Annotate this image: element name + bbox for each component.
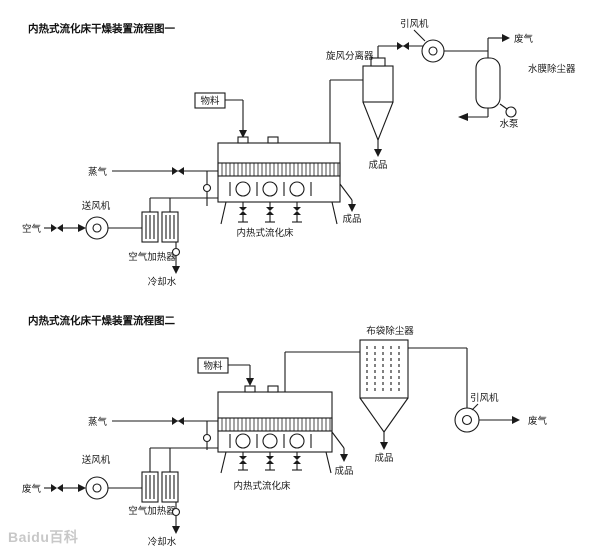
steam-valve-icon xyxy=(172,167,178,175)
air-valve-icon xyxy=(51,224,57,232)
air-heater-label: 空气加热器 xyxy=(128,505,176,517)
duct-to-cyclone xyxy=(329,79,363,143)
cooling-water-label: 冷却水 xyxy=(148,536,177,548)
fluidized-bed-2 xyxy=(217,385,333,474)
heater-tube-band xyxy=(217,162,341,177)
arrow-icon xyxy=(172,266,180,274)
steam-trap-icon xyxy=(202,433,212,443)
arrow-icon xyxy=(374,149,382,157)
nozzle-icon xyxy=(244,385,256,393)
diagram1: 内热式流化床干燥装置流程图一 蒸气 空气 送风机 xyxy=(22,18,576,288)
arrow-icon xyxy=(78,484,86,492)
exhaust-label: 废气 xyxy=(514,33,534,45)
arrow-icon xyxy=(239,130,247,138)
exhaust-label: 废气 xyxy=(528,415,548,427)
trap-icon xyxy=(171,247,181,257)
air-heater-label: 空气加热器 xyxy=(128,251,176,263)
diagram1-title: 内热式流化床干燥装置流程图一 xyxy=(28,22,175,35)
product-label: 成品 xyxy=(342,213,361,225)
material-feed-2 xyxy=(197,357,254,386)
material-feed-1 xyxy=(194,92,247,138)
steam-valve-icon xyxy=(172,417,178,425)
discharge-valves-1 xyxy=(238,202,302,223)
arrow-icon xyxy=(340,454,348,462)
steam-trap-icon xyxy=(202,183,212,193)
fluidized-bed-1 xyxy=(217,136,341,225)
air-inlet-2 xyxy=(44,484,86,492)
baidu-watermark: Baidu百科 xyxy=(8,529,78,545)
induced-fan-1 xyxy=(413,29,510,63)
bag-deduster-label: 布袋除尘器 xyxy=(366,325,414,337)
cyclone-label: 旋风分离器 xyxy=(326,50,374,62)
arrow-icon xyxy=(348,204,356,212)
arrow-icon xyxy=(78,224,86,232)
material-label: 物料 xyxy=(200,95,220,107)
material-label: 物料 xyxy=(203,360,223,372)
blower-label: 送风机 xyxy=(82,200,111,212)
nozzle-icon xyxy=(267,136,279,144)
air-heater-1 xyxy=(141,197,218,243)
bed-product-2 xyxy=(331,431,348,462)
induced-fan-label: 引风机 xyxy=(470,392,499,404)
blower-2 xyxy=(85,476,142,500)
nozzle-icon xyxy=(237,136,249,144)
air-valve-icon xyxy=(51,484,57,492)
steam-label: 蒸气 xyxy=(88,416,108,428)
steam-label: 蒸气 xyxy=(88,166,108,178)
air-in-label: 空气 xyxy=(22,223,42,235)
cooling-water-line-2 xyxy=(171,502,181,534)
cyclone-separator xyxy=(362,42,423,157)
duct-to-bag-filter xyxy=(284,351,360,392)
valve-icon xyxy=(397,42,403,50)
fluidized-bed-label: 内热式流化床 xyxy=(236,227,294,239)
arrow-icon xyxy=(172,526,180,534)
air-in-label: 废气 xyxy=(22,483,42,495)
diagram2: 内热式流化床干燥装置流程图二 蒸气 废气 送风机 xyxy=(22,314,548,548)
pump-icon xyxy=(505,106,517,118)
product-label: 成品 xyxy=(334,465,353,477)
product-label: 成品 xyxy=(374,452,393,464)
cooling-water-line-1 xyxy=(171,242,181,274)
arrow-icon xyxy=(458,113,468,121)
arrow-icon xyxy=(380,442,388,450)
fluidized-bed-label: 内热式流化床 xyxy=(233,480,291,492)
blower-label: 送风机 xyxy=(82,454,111,466)
product-label: 成品 xyxy=(368,159,387,171)
water-film-deduster xyxy=(458,57,517,121)
nozzle-icon xyxy=(267,385,279,393)
arrow-icon xyxy=(502,34,510,42)
bag-deduster xyxy=(359,339,409,450)
air-inlet-1 xyxy=(44,224,86,232)
cooling-water-label: 冷却水 xyxy=(148,276,177,288)
diagram2-title: 内热式流化床干燥装置流程图二 xyxy=(28,314,175,327)
steam-line-1 xyxy=(112,167,218,206)
induced-fan-label: 引风机 xyxy=(400,18,429,30)
heater-tube-band xyxy=(217,417,333,432)
water-film-label: 水膜除尘器 xyxy=(528,63,576,75)
discharge-valves-2 xyxy=(238,452,302,471)
steam-line-2 xyxy=(112,417,218,450)
arrow-icon xyxy=(246,378,254,386)
blower-1 xyxy=(85,216,142,240)
water-pump-label: 水泵 xyxy=(499,118,519,130)
trap-icon xyxy=(171,507,181,517)
arrow-icon xyxy=(512,416,520,424)
induced-fan-2 xyxy=(408,347,520,433)
air-heater-2 xyxy=(141,447,218,503)
bed-product-1 xyxy=(339,183,356,212)
